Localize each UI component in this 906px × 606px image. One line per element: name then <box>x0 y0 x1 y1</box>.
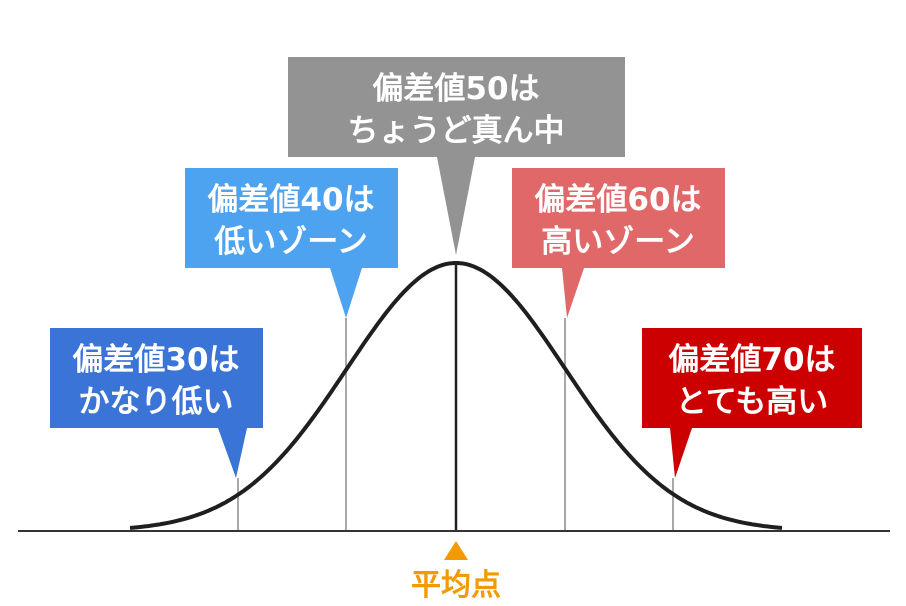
callout-bubble-deviation-60 <box>512 168 725 318</box>
callout-deviation-60: 偏差値60は 高いゾーン <box>512 168 725 318</box>
callout-bubble-deviation-70 <box>642 328 862 478</box>
mean-label: 平均点 <box>411 568 501 603</box>
callout-line1-deviation-30: 偏差値30は <box>72 342 239 378</box>
callout-bubble-deviation-50 <box>288 57 625 255</box>
callout-line1-deviation-70: 偏差値70は <box>668 342 835 378</box>
orange-up-triangle-icon <box>444 541 468 560</box>
bell-curve <box>129 261 783 530</box>
callout-deviation-50: 偏差値50は ちょうど真ん中 <box>288 57 625 255</box>
callout-line2-deviation-40: 低いゾーン <box>213 224 367 260</box>
callout-line2-deviation-50: ちょうど真ん中 <box>348 113 565 149</box>
callout-line1-deviation-40: 偏差値40は <box>207 182 374 218</box>
callout-line2-deviation-60: 高いゾーン <box>541 224 694 260</box>
callout-line2-deviation-30: かなり低い <box>79 384 234 420</box>
callout-deviation-40: 偏差値40は 低いゾーン <box>185 168 398 318</box>
callout-line1-deviation-60: 偏差値60は <box>534 182 701 218</box>
callout-bubble-deviation-30 <box>50 328 263 478</box>
callout-deviation-70: 偏差値70は とても高い <box>642 328 862 478</box>
callout-line2-deviation-70: とても高い <box>676 384 829 420</box>
callout-line1-deviation-50: 偏差値50は <box>372 71 539 107</box>
callout-deviation-30: 偏差値30は かなり低い <box>50 328 263 478</box>
callout-bubble-deviation-40 <box>185 168 398 318</box>
